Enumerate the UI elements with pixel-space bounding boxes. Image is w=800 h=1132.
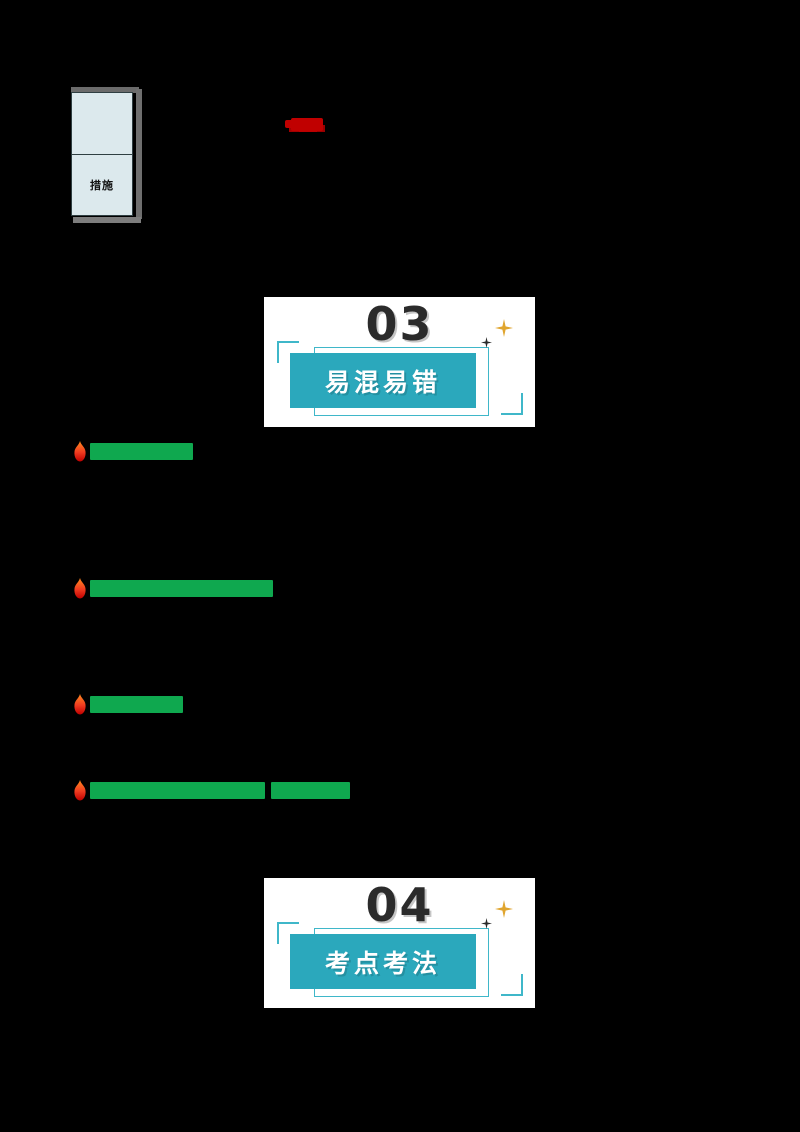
redacted-text-continued: [271, 781, 350, 799]
section-number: 03: [365, 297, 434, 351]
highlight-row: [72, 779, 350, 801]
section-title: 考点考法: [324, 948, 441, 978]
table-cell-measures: 措施: [72, 153, 132, 216]
corner-bracket-bottom-right: [501, 393, 523, 415]
table-cell-empty: [72, 93, 132, 154]
table-shadow-right: [136, 89, 142, 219]
table-shadow-bottom: [73, 217, 141, 223]
highlight-row: [72, 577, 273, 599]
section-title: 易混易错: [324, 367, 441, 397]
sparkle-small-icon: [481, 337, 492, 348]
corner-bracket-top-left: [277, 922, 299, 944]
section-banner: 考点考法: [290, 934, 476, 989]
section-number: 04: [365, 878, 434, 932]
section-banner: 易混易错: [290, 353, 476, 408]
redacted-text: [90, 781, 265, 799]
corner-bracket-top-left: [277, 341, 299, 363]
redacted-text: [90, 442, 193, 460]
table-shadow-top: [71, 87, 139, 93]
table-body: 措施: [71, 92, 133, 216]
redacted-text: [90, 695, 183, 713]
flame-icon: [72, 577, 88, 599]
section-card-03: 03 易混易错: [264, 297, 535, 427]
flame-icon: [72, 693, 88, 715]
red-redaction-mark: [285, 118, 323, 131]
redacted-text: [90, 579, 273, 597]
section-card-04: 04 考点考法: [264, 878, 535, 1008]
measures-table: 措施: [70, 87, 142, 223]
highlight-row: [72, 693, 183, 715]
flame-icon: [72, 440, 88, 462]
sparkle-small-icon: [481, 918, 492, 929]
highlight-row: [72, 440, 193, 462]
flame-icon: [72, 779, 88, 801]
sparkle-big-icon: [495, 900, 513, 918]
corner-bracket-bottom-right: [501, 974, 523, 996]
sparkle-big-icon: [495, 319, 513, 337]
